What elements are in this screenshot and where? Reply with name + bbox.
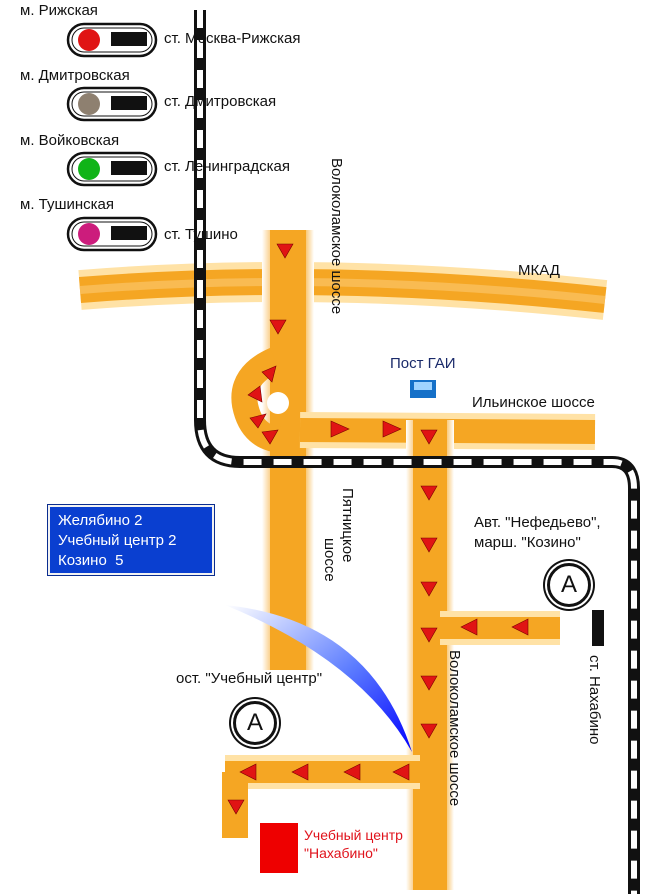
sign-line-3: Козино 5 — [58, 552, 124, 569]
nakhabino-platform — [592, 610, 604, 646]
bus-stop-lower-icon: A — [233, 701, 277, 745]
legend-pill-3 — [66, 151, 158, 187]
volokolamskoe-upper-label: Волоколамское шоссе — [328, 158, 345, 315]
arrow-left-icon — [511, 618, 529, 636]
ilinskoe-label: Ильинское шоссе — [472, 394, 595, 411]
bus-stop-upper-label-1: Авт. "Нефедьево", — [474, 514, 601, 531]
arrow-left-icon — [291, 763, 309, 781]
legend-metro-4: м. Тушинская — [20, 196, 115, 213]
signal-gray-icon — [78, 93, 100, 115]
signal-red-icon — [78, 29, 100, 51]
roads-layer — [78, 230, 608, 890]
legend-station-3: ст. Ленинградская — [164, 158, 290, 175]
legend-pill-2 — [66, 86, 158, 122]
pyatnitskoe-label-part: шоссе — [321, 538, 338, 582]
destination-line-1: Учебный центр — [304, 827, 403, 843]
arrow-right-icon — [330, 420, 350, 438]
sign-line-2: Учебный центр 2 — [58, 532, 177, 549]
volokolamskoe-lower-label: Волоколамское шоссе — [446, 650, 463, 807]
arrow-down-icon — [269, 319, 287, 335]
gai-post-label: Пост ГАИ — [390, 355, 456, 372]
sign-line-1: Желябино 2 — [58, 512, 143, 529]
arrow-icon — [249, 413, 267, 429]
legend-graphics — [66, 22, 158, 252]
arrow-down-icon — [420, 581, 438, 597]
arrow-down-icon — [420, 537, 438, 553]
bus-stop-upper-icon: A — [547, 563, 591, 607]
arrow-left-icon — [460, 618, 478, 636]
arrow-down-icon — [276, 243, 294, 259]
signal-green-icon — [78, 158, 100, 180]
destination-line-2: "Нахабино" — [304, 845, 378, 861]
legend-metro-3: м. Войковская — [20, 132, 120, 149]
legend-pill-4 — [66, 216, 158, 252]
direction-fan — [225, 605, 412, 752]
legend-metro-2: м. Дмитровская — [20, 67, 130, 84]
nakhabino-station-label: ст. Нахабино — [586, 655, 603, 745]
destination-label: Учебный центр "Нахабино" — [304, 826, 403, 862]
arrows-layer — [227, 243, 529, 815]
arrow-icon — [261, 429, 279, 445]
arrow-left-icon — [239, 763, 257, 781]
gai-post-icon — [410, 380, 436, 398]
bus-stop-lower-label: ост. "Учебный центр" — [176, 670, 323, 687]
pyatnitskoe-label-part: Пятницкое — [339, 488, 356, 563]
training-center-building — [260, 823, 298, 873]
bus-stop-upper-label-2: марш. "Козино" — [474, 534, 581, 551]
arrow-down-icon — [420, 485, 438, 501]
arrow-left-icon — [343, 763, 361, 781]
legend-metro-1: м. Рижская — [20, 2, 98, 19]
legend-station-4: ст. Тушино — [164, 226, 238, 243]
mkad-label: МКАД — [518, 262, 560, 279]
arrow-down-icon — [420, 627, 438, 643]
railway-layer — [194, 10, 640, 894]
arrow-down-icon — [420, 675, 438, 691]
legend-station-1: ст. Москва-Рижская — [164, 30, 301, 47]
arrow-down-icon — [420, 723, 438, 739]
direction-sign: Желябино 2 Учебный центр 2 Козино 5 — [47, 504, 215, 576]
arrow-icon — [247, 385, 263, 403]
arrow-down-icon — [420, 429, 438, 445]
arrow-right-icon — [382, 420, 402, 438]
arrow-icon — [261, 365, 277, 383]
arrow-left-icon — [392, 763, 410, 781]
signal-magenta-icon — [78, 223, 100, 245]
legend-station-2: ст. Дмитровская — [164, 93, 277, 110]
arrow-down-icon — [227, 799, 245, 815]
legend-pill-1 — [66, 22, 158, 58]
